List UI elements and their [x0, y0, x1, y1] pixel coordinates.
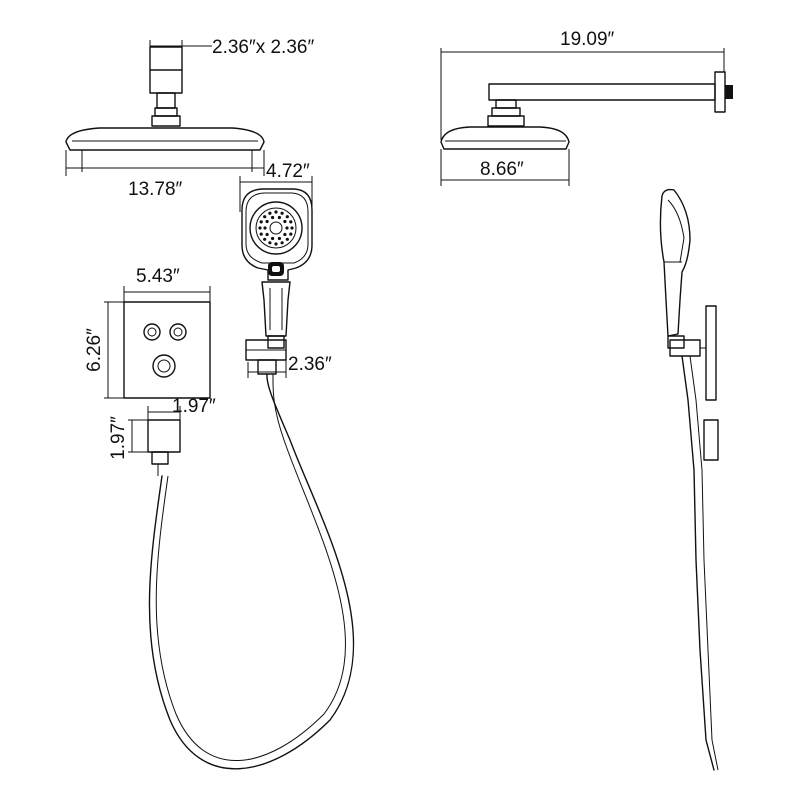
spray-nozzle [289, 232, 293, 236]
spray-nozzle [271, 236, 275, 241]
spray-nozzle [259, 232, 263, 236]
spray-nozzle [285, 226, 289, 230]
dim-label-shower-arm-flange: 2.36″x 2.36″ [212, 37, 314, 58]
dim-label-valve-plate-width: 5.43″ [136, 266, 180, 287]
spray-nozzle [277, 236, 281, 241]
spray-nozzle [263, 215, 267, 219]
spray-nozzle [283, 232, 287, 237]
spray-nozzle [290, 226, 294, 230]
spray-nozzle [277, 215, 281, 220]
spray-nozzle [259, 220, 263, 224]
handheld-shower-front-view [239, 176, 313, 349]
dim-label-rain-head-side: 8.66″ [480, 159, 524, 180]
rain-head-front-view [65, 40, 265, 176]
spray-nozzle [258, 226, 262, 230]
spray-nozzle [268, 241, 272, 245]
dim-label-holder-depth: 2.36″ [288, 354, 332, 375]
spray-nozzle [289, 220, 293, 224]
spray-nozzle [263, 237, 267, 241]
spray-nozzle [280, 241, 284, 245]
handheld-shower-side-view [659, 188, 719, 771]
spray-nozzle [271, 215, 275, 220]
dim-label-valve-plate-height: 6.26″ [84, 328, 105, 372]
shower-hose [148, 373, 355, 770]
spray-nozzle [268, 211, 272, 215]
dim-label-elbow-width: 1.97″ [172, 396, 216, 417]
spray-nozzles-pattern [258, 210, 294, 246]
spray-nozzle [285, 237, 289, 241]
dim-label-arm-length: 19.09″ [560, 29, 615, 50]
valve-trim-plate [104, 286, 211, 399]
spray-nozzle [274, 242, 278, 246]
spray-nozzle [283, 219, 287, 224]
dim-label-handheld-head-width: 4.72″ [266, 161, 310, 182]
spray-nozzle [265, 232, 269, 237]
dim-label-rain-head-large: 13.78″ [128, 179, 183, 200]
spray-nozzle [274, 210, 278, 214]
spray-nozzle [285, 215, 289, 219]
rain-head-side-view [440, 48, 733, 186]
dim-label-elbow-height: 1.97″ [108, 416, 129, 460]
spray-nozzle [280, 211, 284, 215]
spray-nozzle [265, 219, 269, 224]
spray-nozzle [263, 226, 267, 230]
wall-outlet-elbow [128, 406, 181, 476]
hose-holder [245, 339, 287, 378]
